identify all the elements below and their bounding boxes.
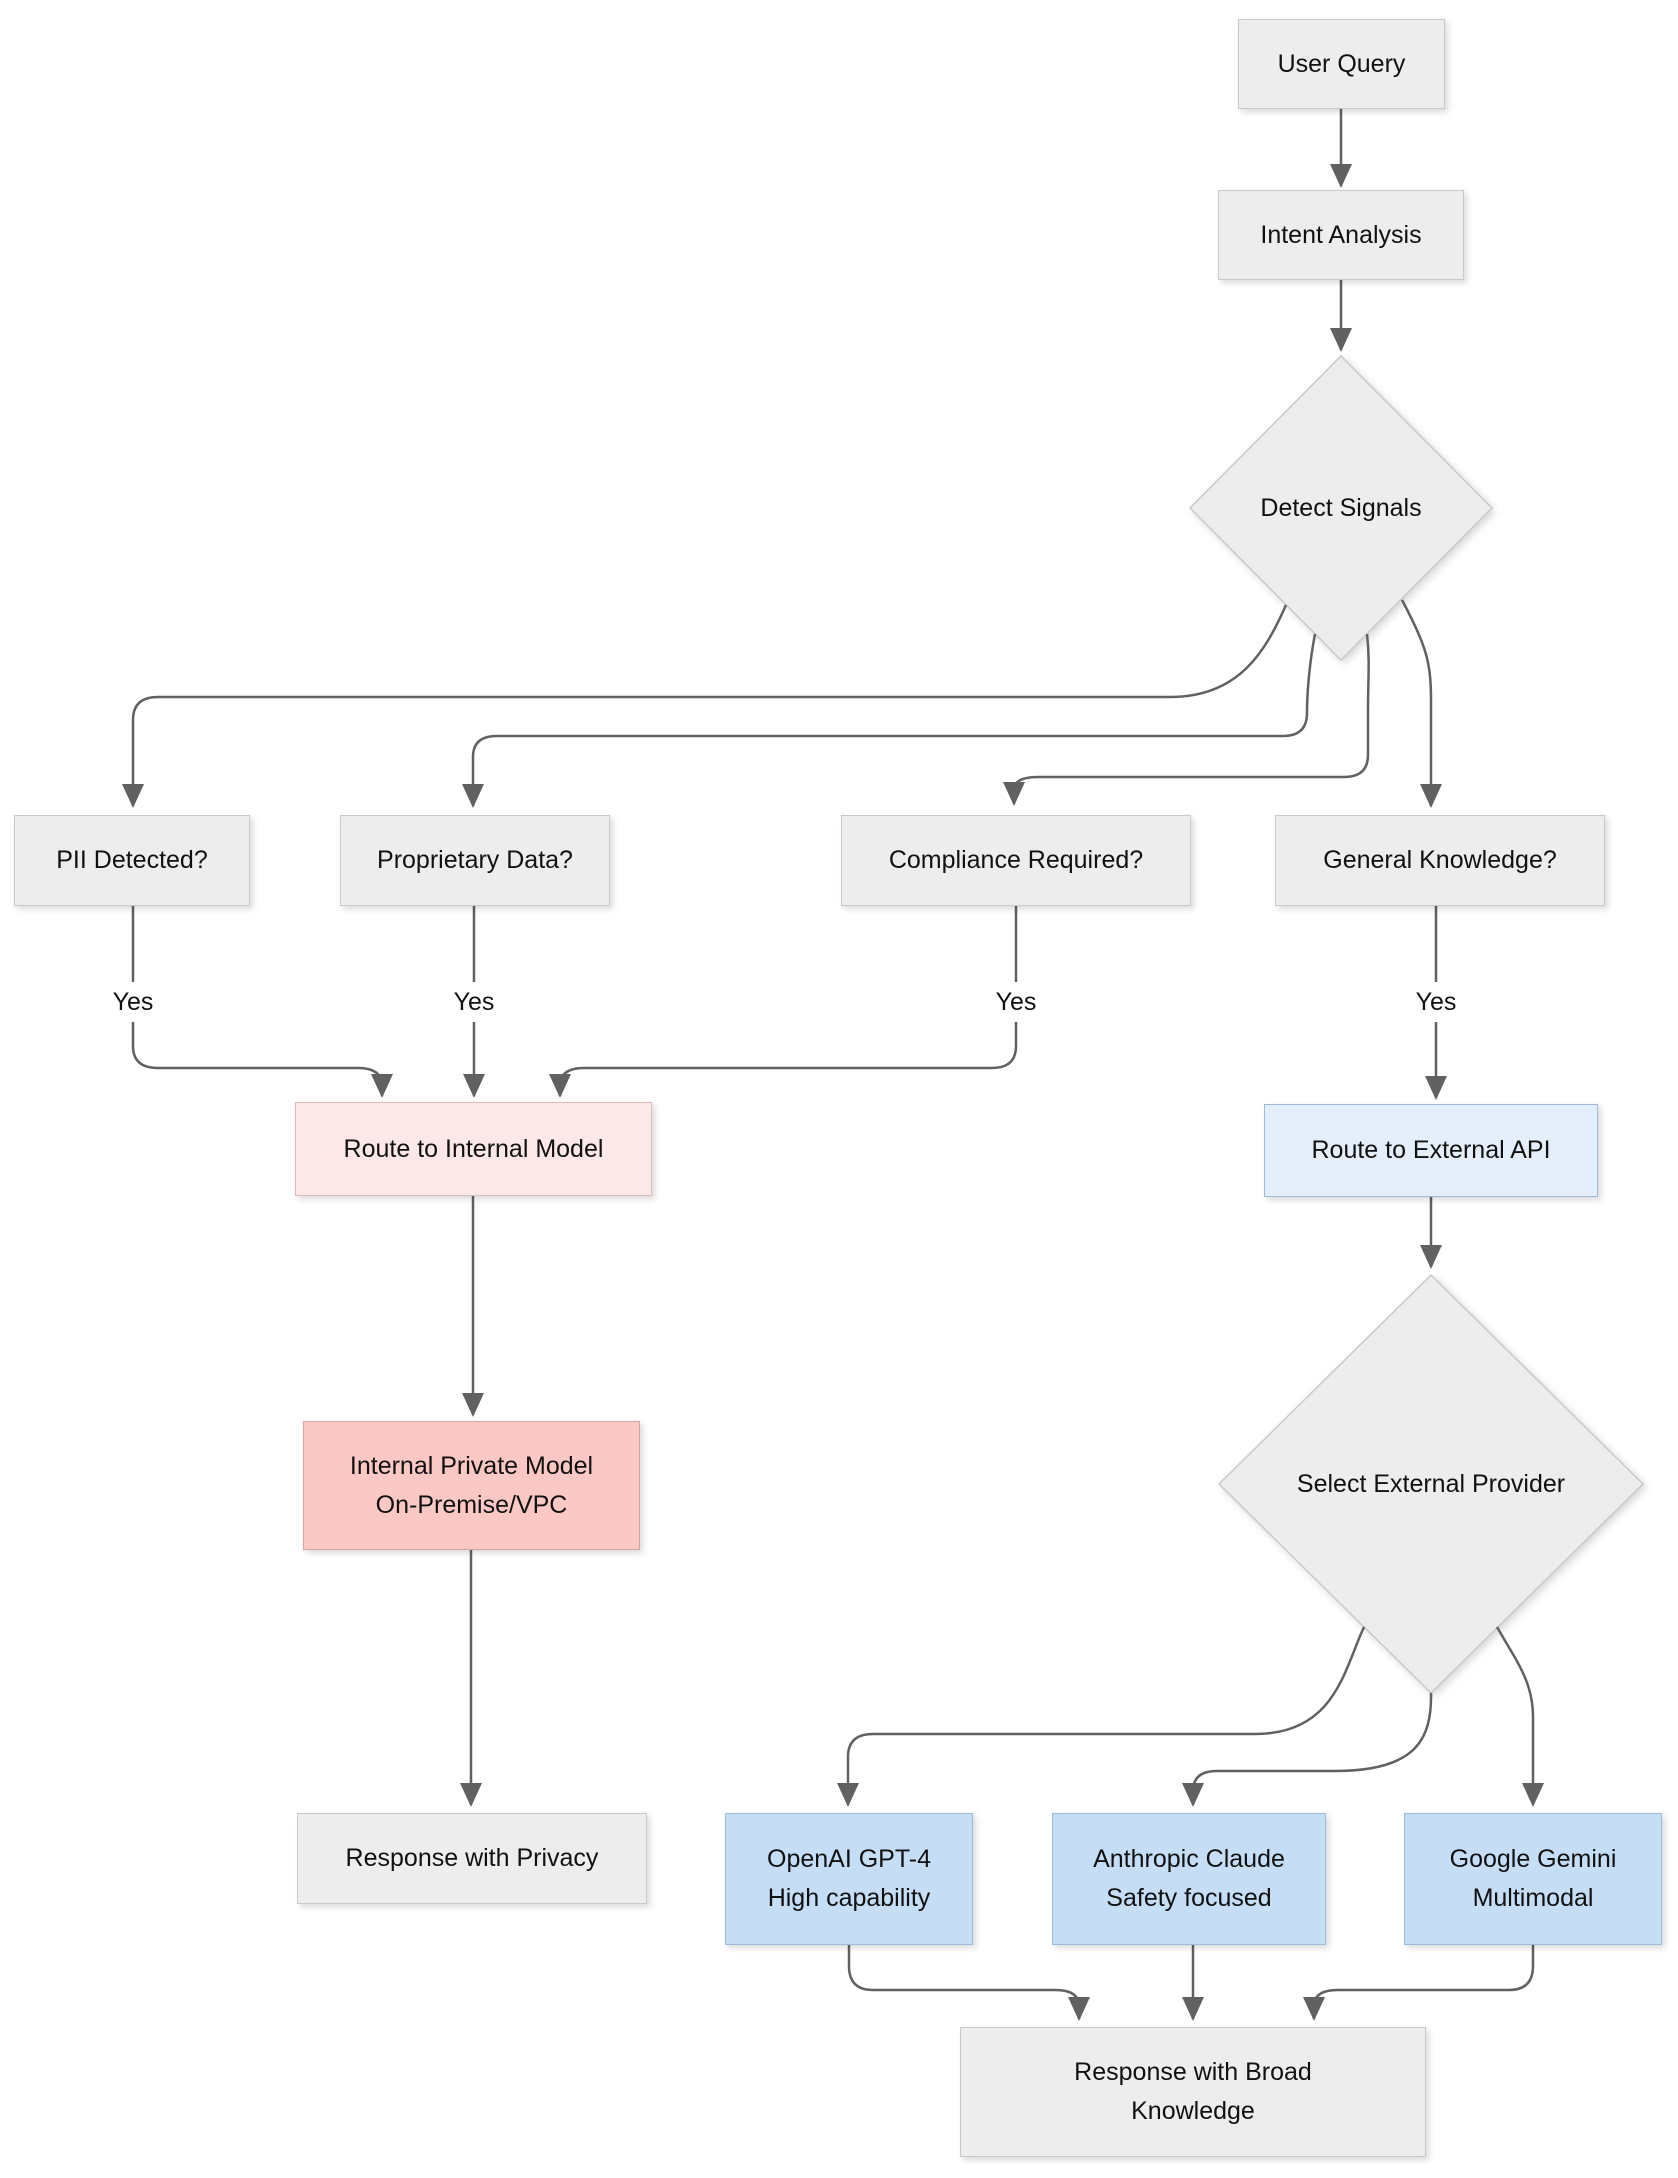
edge-select-provider-to-gemini <box>1495 1626 1544 1807</box>
edge-pii-yes-to-route-internal <box>131 906 393 1098</box>
pii-detected-label: PII Detected? <box>56 846 208 875</box>
edge-detect-signals-to-pii <box>122 604 1288 808</box>
google-gemini-node: Google Gemini Multimodal <box>1404 1813 1662 1945</box>
internal-private-model-label: Internal Private Model On-Premise/VPC <box>349 1451 594 1519</box>
proprietary-yes-edge-label: Yes <box>447 982 501 1022</box>
general-yes-edge-label: Yes <box>1409 982 1463 1022</box>
proprietary-data-node: Proprietary Data? <box>340 815 610 906</box>
response-privacy-node: Response with Privacy <box>297 1813 647 1904</box>
select-provider-text: Select External Provider <box>1296 1469 1566 1498</box>
compliance-required-label: Compliance Required? <box>888 846 1144 875</box>
anthropic-claude-label: Anthropic Claude Safety focused <box>1093 1845 1285 1912</box>
user-query-label: User Query <box>1277 49 1406 78</box>
proprietary-yes-text: Yes <box>453 987 495 1016</box>
route-internal-label: Route to Internal Model <box>343 1134 604 1163</box>
detect-signals-label: Detect Signals <box>1190 356 1492 660</box>
pii-yes-edge-label: Yes <box>106 982 160 1022</box>
pii-detected-node: PII Detected? <box>14 815 250 906</box>
response-broad-node: Response with Broad Knowledge <box>960 2027 1426 2157</box>
route-external-node: Route to External API <box>1264 1104 1598 1197</box>
route-internal-node: Route to Internal Model <box>295 1102 652 1196</box>
general-knowledge-label: General Knowledge? <box>1323 846 1557 875</box>
edge-select-provider-to-openai <box>837 1626 1366 1807</box>
edge-detect-signals-to-compliance <box>1003 633 1370 806</box>
route-external-label: Route to External API <box>1311 1136 1551 1165</box>
select-provider-label: Select External Provider <box>1219 1275 1643 1693</box>
response-broad-label: Response with Broad Knowledge <box>1074 2058 1312 2125</box>
edge-compliance-yes-to-route-internal <box>549 906 1018 1098</box>
compliance-required-node: Compliance Required? <box>841 815 1191 906</box>
general-knowledge-node: General Knowledge? <box>1275 815 1605 906</box>
response-privacy-label: Response with Privacy <box>345 1844 599 1873</box>
edge-detect-signals-to-proprietary <box>462 633 1317 808</box>
general-yes-text: Yes <box>1415 987 1457 1016</box>
edge-gemini-to-response-broad <box>1303 1945 1535 2021</box>
openai-gpt4-node: OpenAI GPT-4 High capability <box>725 1813 973 1945</box>
detect-signals-text: Detect Signals <box>1260 493 1422 522</box>
compliance-yes-text: Yes <box>995 987 1037 1016</box>
compliance-yes-edge-label: Yes <box>989 982 1043 1022</box>
proprietary-data-label: Proprietary Data? <box>377 846 573 875</box>
edge-openai-to-response-broad <box>847 1945 1090 2021</box>
openai-gpt4-label: OpenAI GPT-4 High capability <box>767 1845 931 1912</box>
detect-signals-diamond <box>1188 354 1494 662</box>
intent-analysis-node: Intent Analysis <box>1218 190 1464 280</box>
anthropic-claude-node: Anthropic Claude Safety focused <box>1052 1813 1326 1945</box>
user-query-node: User Query <box>1238 19 1445 109</box>
google-gemini-label: Google Gemini Multimodal <box>1449 1845 1617 1912</box>
intent-analysis-label: Intent Analysis <box>1260 220 1422 249</box>
internal-private-model-node: Internal Private Model On-Premise/VPC <box>303 1421 640 1550</box>
edge-detect-signals-to-general-knowledge <box>1400 599 1442 808</box>
edge-select-provider-to-anthropic <box>1182 1692 1433 1807</box>
pii-yes-text: Yes <box>112 987 154 1016</box>
